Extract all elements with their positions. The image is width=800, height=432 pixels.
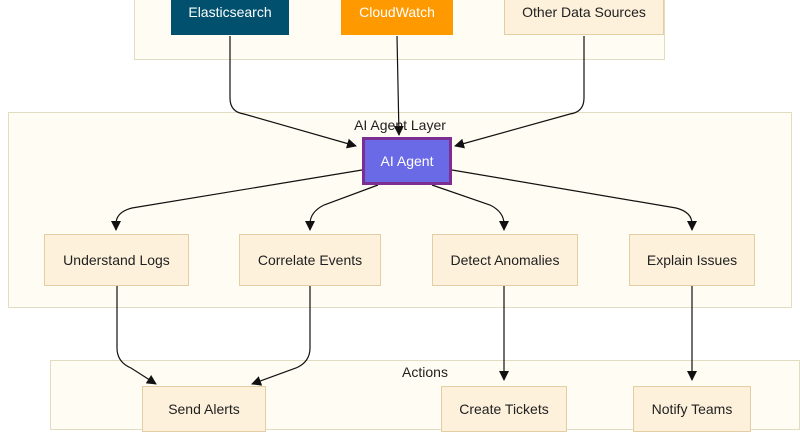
diagram-edges: [111, 35, 697, 386]
edge-correlate-send: [251, 286, 311, 386]
actions-title: Actions: [402, 364, 448, 380]
edge-other-agent: [454, 36, 585, 149]
edge-cloudwatch-agent: [393, 35, 404, 136]
ai-agent-layer-title: AI Agent Layer: [354, 117, 446, 133]
detect-anomalies-node: Detect Anomalies: [432, 234, 578, 286]
ai-agent-node: AI Agent: [362, 137, 452, 185]
edge-elasticsearch-agent: [229, 36, 357, 149]
cloudwatch-node: CloudWatch: [341, 0, 453, 35]
correlate-events-node: Correlate Events: [239, 234, 381, 286]
send-alerts-node: Send Alerts: [142, 386, 266, 432]
other-data-sources-node: Other Data Sources: [504, 0, 664, 35]
edge-agent-understand: [111, 169, 363, 231]
edge-understand-send: [116, 286, 157, 385]
edge-agent-correlate: [305, 184, 379, 231]
understand-logs-node: Understand Logs: [44, 234, 189, 286]
create-tickets-node: Create Tickets: [441, 386, 567, 432]
explain-issues-node: Explain Issues: [629, 234, 755, 286]
notify-teams-node: Notify Teams: [633, 386, 751, 432]
elasticsearch-node: Elasticsearch: [171, 0, 289, 35]
edge-agent-detect: [431, 184, 509, 231]
edge-agent-explain: [451, 169, 697, 231]
